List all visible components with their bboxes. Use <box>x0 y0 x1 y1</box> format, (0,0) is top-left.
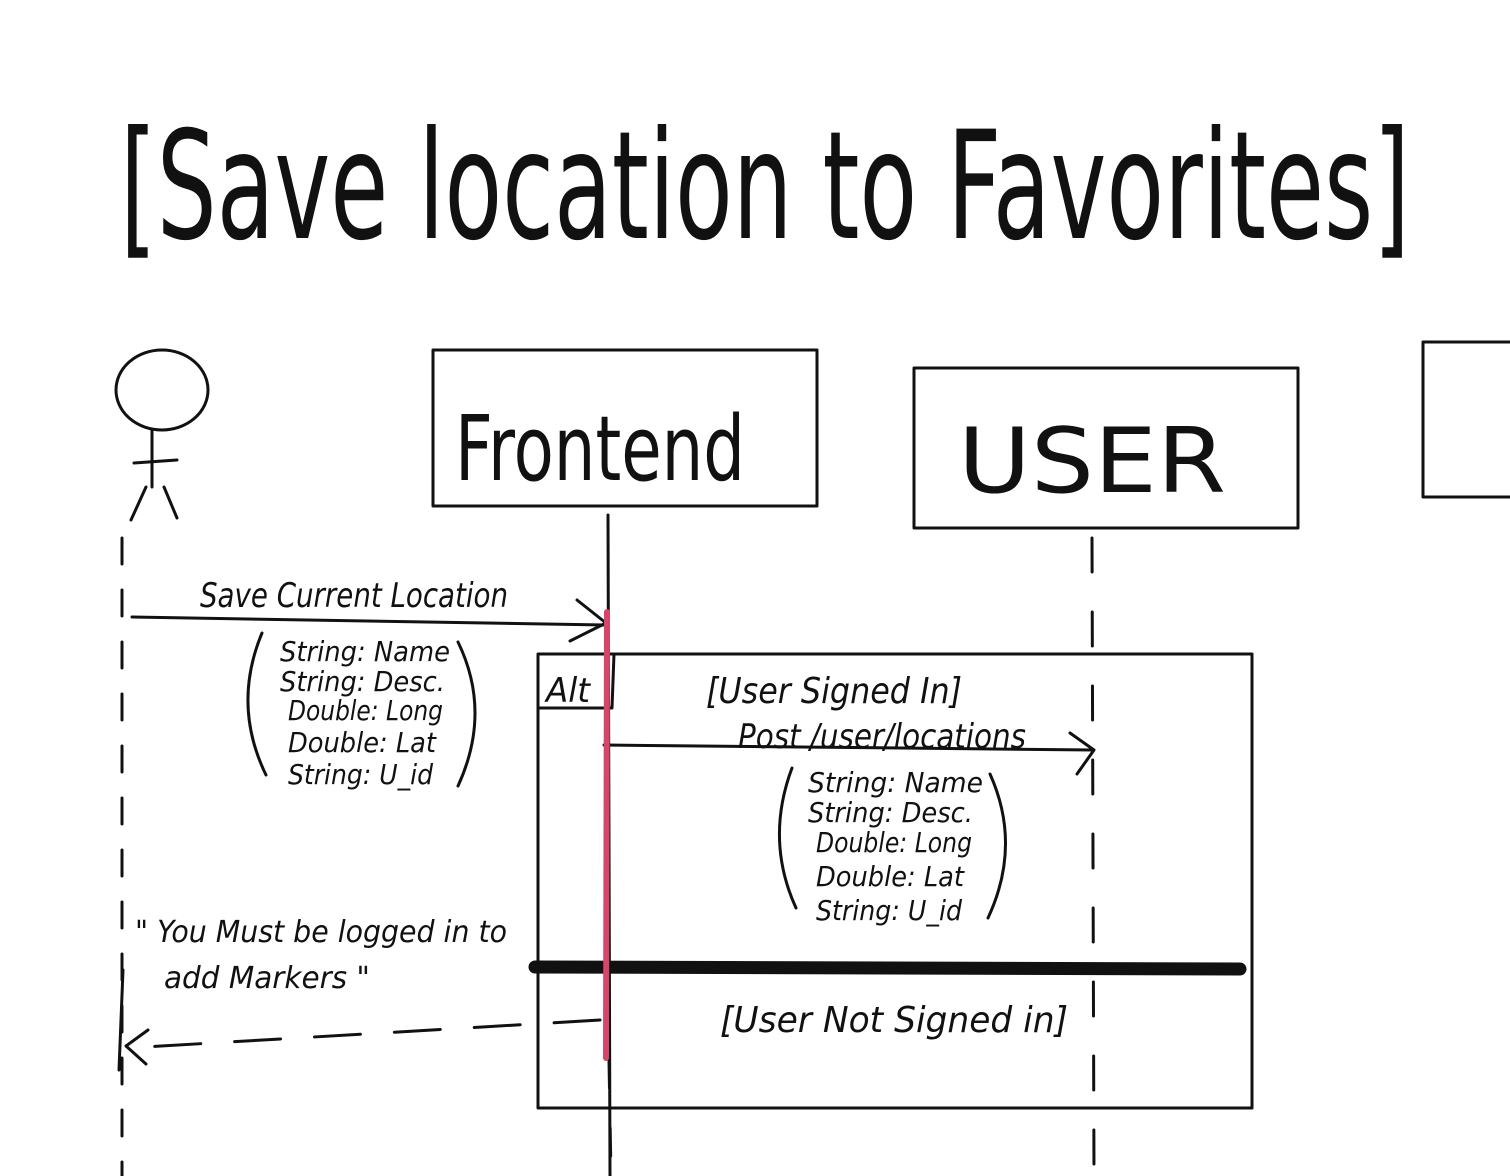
actor-figure <box>114 348 210 522</box>
participant-label: USER <box>958 409 1226 514</box>
diagram-title-group: [Save location to Favorites] <box>120 100 1410 274</box>
param-line: String: Name <box>280 635 450 668</box>
participant-label: Frontend <box>455 397 745 502</box>
fragment-separator <box>528 960 1247 976</box>
param-line: String: Desc. <box>808 796 973 829</box>
participant-box <box>431 348 819 508</box>
param-line: Double: Long <box>816 826 972 859</box>
params-right-paren <box>986 772 1007 920</box>
param-line: String: Desc. <box>280 665 445 698</box>
param-line: Double: Long <box>288 694 443 727</box>
message-label: Post /user/locations <box>738 717 1026 757</box>
alt-fragment: Alt [User Signed In] [User Not Signed in… <box>528 652 1254 1110</box>
participant-frontend: Frontend <box>431 348 819 508</box>
message-post-user-locations: Post /user/locations String: Name String… <box>602 717 1096 927</box>
activation-bar-frontend <box>603 609 610 1061</box>
return-arrowhead <box>124 1028 150 1066</box>
participant-box <box>912 366 1300 530</box>
param-line: Double: Lat <box>288 726 437 759</box>
param-line: String: Name <box>808 766 983 799</box>
params-left-paren <box>246 631 268 777</box>
diagram-title: [Save location to Favorites] <box>120 100 1410 274</box>
participant-box <box>1421 340 1510 499</box>
lifeline-frontend-lower <box>607 1058 613 1176</box>
message-arrow-line <box>130 615 607 627</box>
fragment-frame <box>536 652 1254 1110</box>
guard-not-signed-in: [User Not Signed in] <box>720 1000 1068 1041</box>
fragment-operator: Alt <box>544 671 591 711</box>
message-label: Save Current Location <box>200 576 508 616</box>
participant-user: USER <box>912 366 1300 530</box>
participant-partial <box>1421 340 1510 499</box>
actor-arms <box>132 458 179 465</box>
param-line: Double: Lat <box>816 860 965 893</box>
message-arrowhead <box>568 598 608 643</box>
fragment-operator-tab <box>536 652 616 710</box>
actor-left-leg <box>129 485 148 522</box>
actor-right-leg <box>162 485 179 520</box>
param-line: String: U_id <box>816 894 962 927</box>
message-return-login-required: " You Must be logged in to add Markers " <box>117 915 602 1072</box>
return-arrow-line <box>126 1018 602 1050</box>
message-arrowhead <box>1068 731 1096 776</box>
return-note-line: add Markers " <box>164 961 370 996</box>
actor-activation-tick <box>117 968 125 1072</box>
lifeline-user <box>1090 536 1096 1176</box>
param-line: String: U_id <box>288 758 433 791</box>
message-save-current-location: Save Current Location String: Name Strin… <box>130 576 608 791</box>
actor-head <box>114 348 210 432</box>
guard-signed-in: [User Signed In] <box>706 671 962 712</box>
message-arrow-line <box>602 743 1094 752</box>
params-left-paren <box>777 766 798 910</box>
params-right-paren <box>456 640 477 788</box>
return-note-line: " You Must be logged in to <box>135 915 507 950</box>
